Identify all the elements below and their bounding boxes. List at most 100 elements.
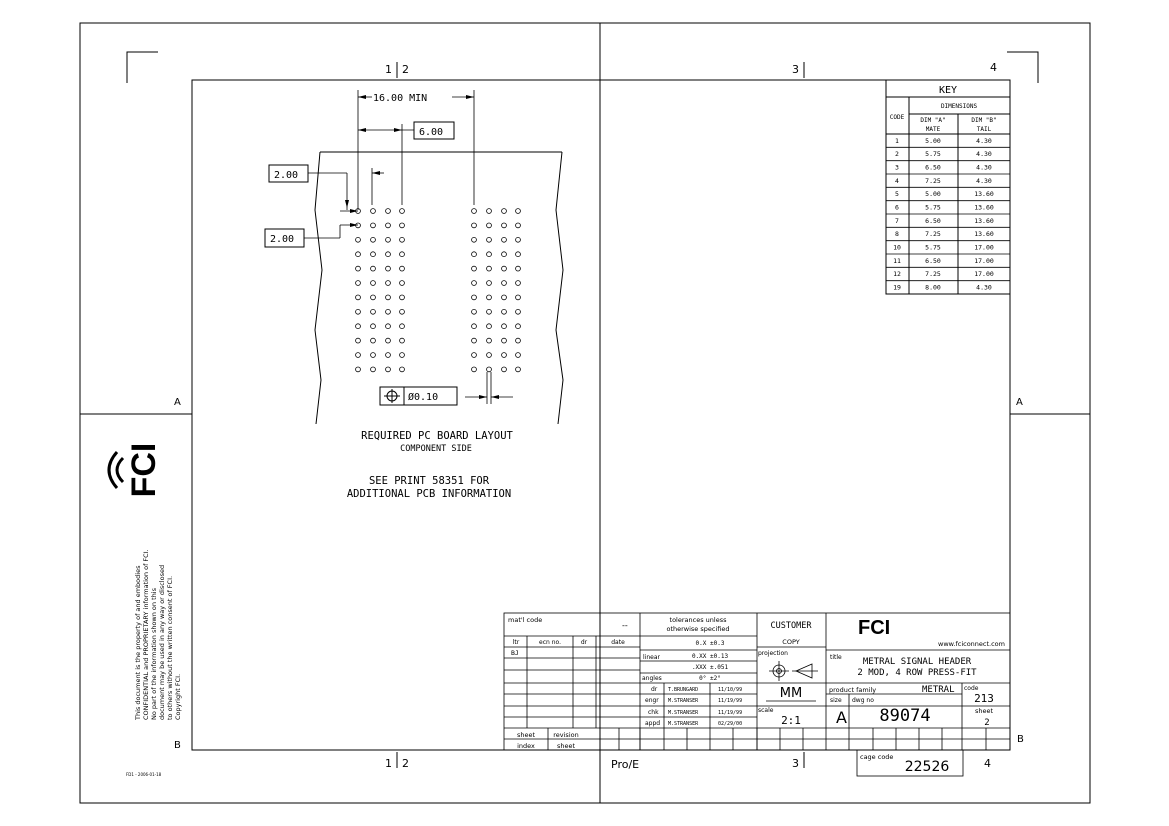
pcb-hole [501,366,507,373]
pcb-hole [370,222,376,229]
svg-text:document may be used in any wa: document may be used in any way or discl… [158,565,166,720]
key-cell-code: 10 [893,244,901,252]
copy-label: COPY [782,638,799,646]
pcb-hole [515,208,521,214]
pcb-hole [515,251,521,258]
pcb-hole [501,208,507,214]
key-title: KEY [939,85,957,96]
key-dimensions-header: DIMENSIONS [941,103,978,110]
zone-label-b-left: B [174,740,181,751]
pcb-hole [385,294,391,301]
appd-date: 02/29/00 [718,721,742,727]
pcb-hole [399,366,405,373]
pcb-hole [399,208,405,214]
pcb-hole [355,352,361,358]
key-cell-b: 17.00 [974,244,994,252]
pcb-hole [501,337,507,344]
pcb-hole [501,280,507,286]
key-cell-b: 4.30 [976,177,992,185]
pcb-hole [355,237,361,243]
rev-header-ltr: ltr [513,639,520,646]
pcb-hole [515,323,521,330]
key-cell-b: 13.60 [974,217,994,225]
pcb-hole [399,323,405,330]
zone-label-top-2: 2 [402,63,409,76]
pcb-hole [385,337,391,344]
pcb-hole [471,237,477,243]
matl-code-label: mat'l code [508,616,542,624]
chk-date: 11/19/99 [718,710,742,716]
pcb-hole [385,251,391,258]
pcb-hole [486,237,492,243]
title-label: title [830,654,842,661]
key-cell-a: 6.50 [925,257,941,265]
pcb-hole [399,222,405,229]
tol-xxx: .XXX ±.051 [692,664,729,671]
corner-mark-tl [126,51,158,83]
engr-name: M.STRANSER [668,698,699,704]
pcb-hole [471,265,477,272]
pcb-hole [355,251,361,258]
tolerance-value: Ø0.10 [408,391,438,403]
svg-text:to others without the written: to others without the written consent of… [166,576,174,720]
hole-pattern [355,208,521,373]
tolerance-frame: Ø0.10 [379,386,458,406]
rev-ltr-value: BJ [511,649,519,657]
pcb-hole [355,294,361,301]
dim-2a: 2.00 [274,170,298,181]
pcb-hole [515,308,521,315]
key-cell-b: 13.60 [974,230,994,238]
key-code-header: CODE [890,114,905,121]
chk-name: M.STRANSER [668,710,699,716]
key-dim-a-sub: MATE [926,126,941,133]
key-cell-code: 11 [893,257,901,265]
pcb-hole [501,294,507,301]
zone-label-top-3: 3 [792,63,799,76]
tolerances-label-1: tolerances unless [670,616,728,624]
engr-date: 11/19/99 [718,698,742,704]
pcb-hole [471,337,477,344]
key-cell-a: 7.25 [925,270,941,278]
pcb-hole [471,280,477,286]
pcb-hole [385,280,391,286]
key-cell-b: 17.00 [974,270,994,278]
confidential-notice: This document is the property of and emb… [134,549,182,721]
scale-label: scale [758,707,774,714]
svg-text:No part of the information sho: No part of the information shown on this [150,587,158,720]
zone-label-bottom-2: 2 [402,757,409,770]
dimension-lines [304,90,513,404]
corner-mark-tr [1007,51,1039,83]
drawing-frame [191,79,1011,751]
svg-text:Copyright FCI.: Copyright FCI. [174,674,182,720]
layout-subcaption: COMPONENT SIDE [400,444,472,454]
zone-label-a-left: A [174,397,181,408]
pcb-hole [515,222,521,229]
scale-value: 2:1 [781,714,801,727]
pcb-hole [515,366,521,373]
size-value: A [836,708,847,727]
customer-label: CUSTOMER [771,621,813,631]
pcb-hole [515,280,521,286]
key-cell-code: 19 [893,284,901,292]
pcb-hole [385,222,391,229]
sheet-value: 2 [984,718,989,728]
pcb-note-1: SEE PRINT 58351 FOR [369,475,490,487]
pcb-hole [471,308,477,315]
pcb-hole [355,280,361,286]
tolerances-label-2: otherwise specified [666,625,729,633]
fci-logo-side: FCI [107,443,163,497]
cage-code-label: cage code [860,753,893,761]
pcb-hole [385,237,391,243]
product-family-value: METRAL [922,685,955,695]
pcb-hole [399,251,405,258]
key-cell-code: 8 [895,230,899,238]
pcb-hole [471,251,477,258]
pcb-hole [501,222,507,229]
layout-caption: REQUIRED PC BOARD LAYOUT [361,430,513,442]
key-cell-a: 6.50 [925,217,941,225]
zone-label-top-1: 1 [385,63,392,76]
outer-border [79,22,1091,804]
pcb-hole [486,337,492,344]
key-cell-a: 7.25 [925,230,941,238]
